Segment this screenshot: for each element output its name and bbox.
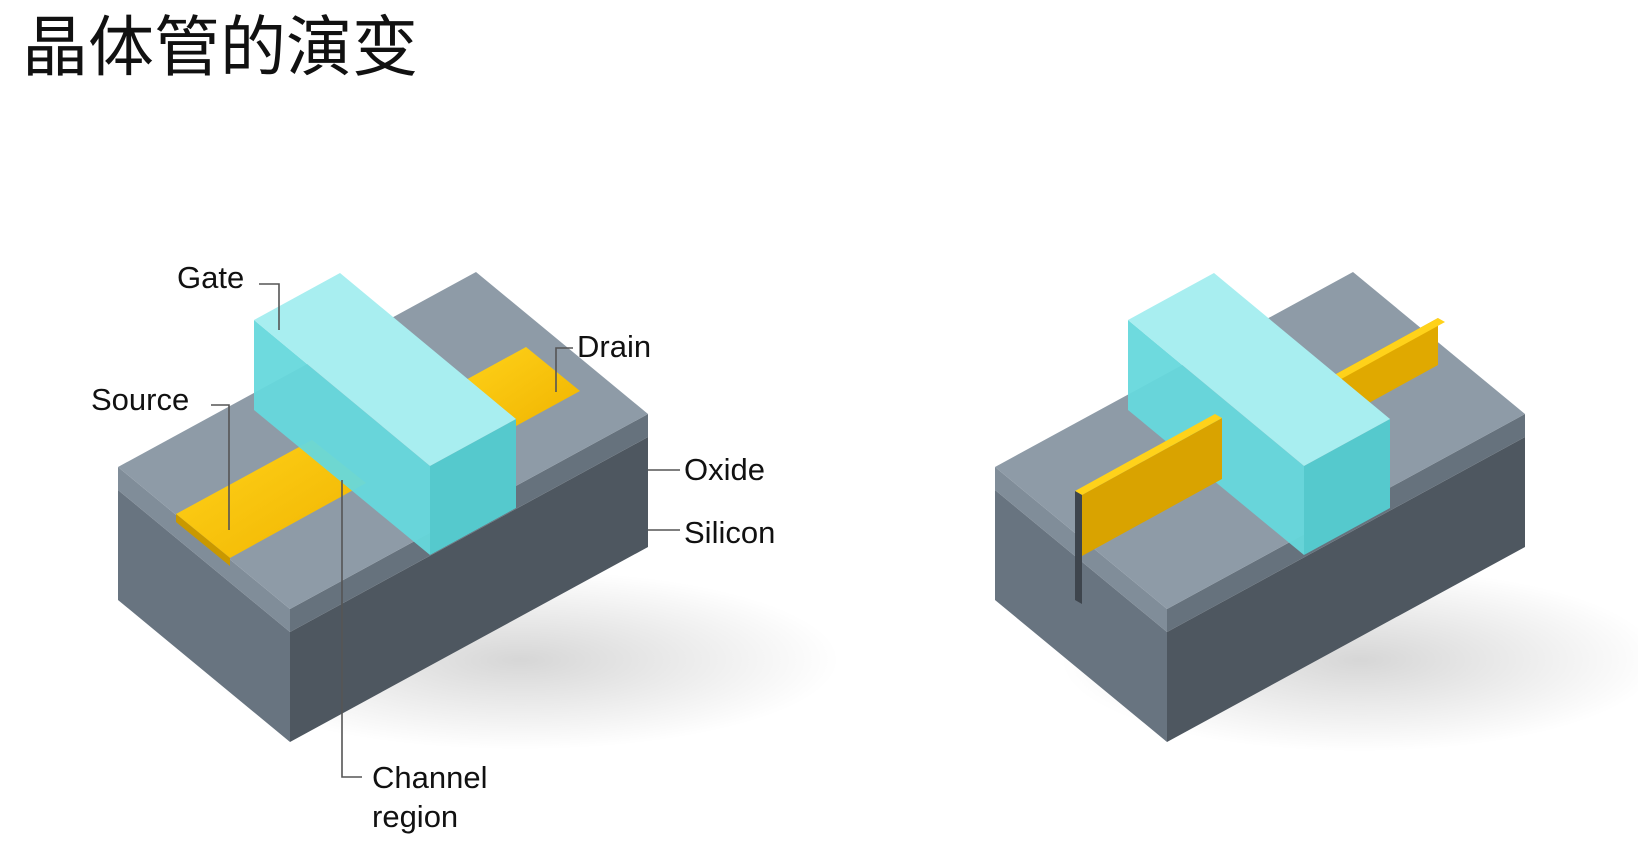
planar-transistor (118, 272, 840, 750)
drain-region (462, 347, 580, 426)
left-silicon-front (118, 490, 290, 742)
silicon-label: Silicon (684, 515, 775, 550)
right-gate-top (1128, 273, 1390, 466)
channel-label-line2: region (372, 799, 458, 834)
source-region (176, 440, 366, 558)
fin-source (1082, 418, 1222, 556)
source-label: Source (91, 382, 189, 417)
source-leader (211, 404, 230, 530)
right-silicon-right (1167, 437, 1525, 742)
right-gate-right (1304, 419, 1390, 555)
gate-leader (259, 283, 280, 330)
left-silicon-right (290, 437, 648, 742)
gate-front (254, 320, 430, 555)
drain-label: Drain (577, 329, 651, 364)
page-title: 晶体管的演变 (22, 9, 418, 86)
leader-lines (211, 283, 680, 778)
channel-label-line1: Channel (372, 760, 487, 795)
gate-top (254, 273, 516, 466)
left-oxide-front (118, 467, 290, 632)
oxide-label: Oxide (684, 452, 765, 487)
right-silicon-front (995, 490, 1167, 742)
channel-leader (341, 480, 362, 778)
gate-right (430, 419, 516, 555)
gate-label: Gate (177, 260, 244, 295)
drain-leader (555, 347, 573, 392)
finfet-transistor (995, 272, 1638, 752)
